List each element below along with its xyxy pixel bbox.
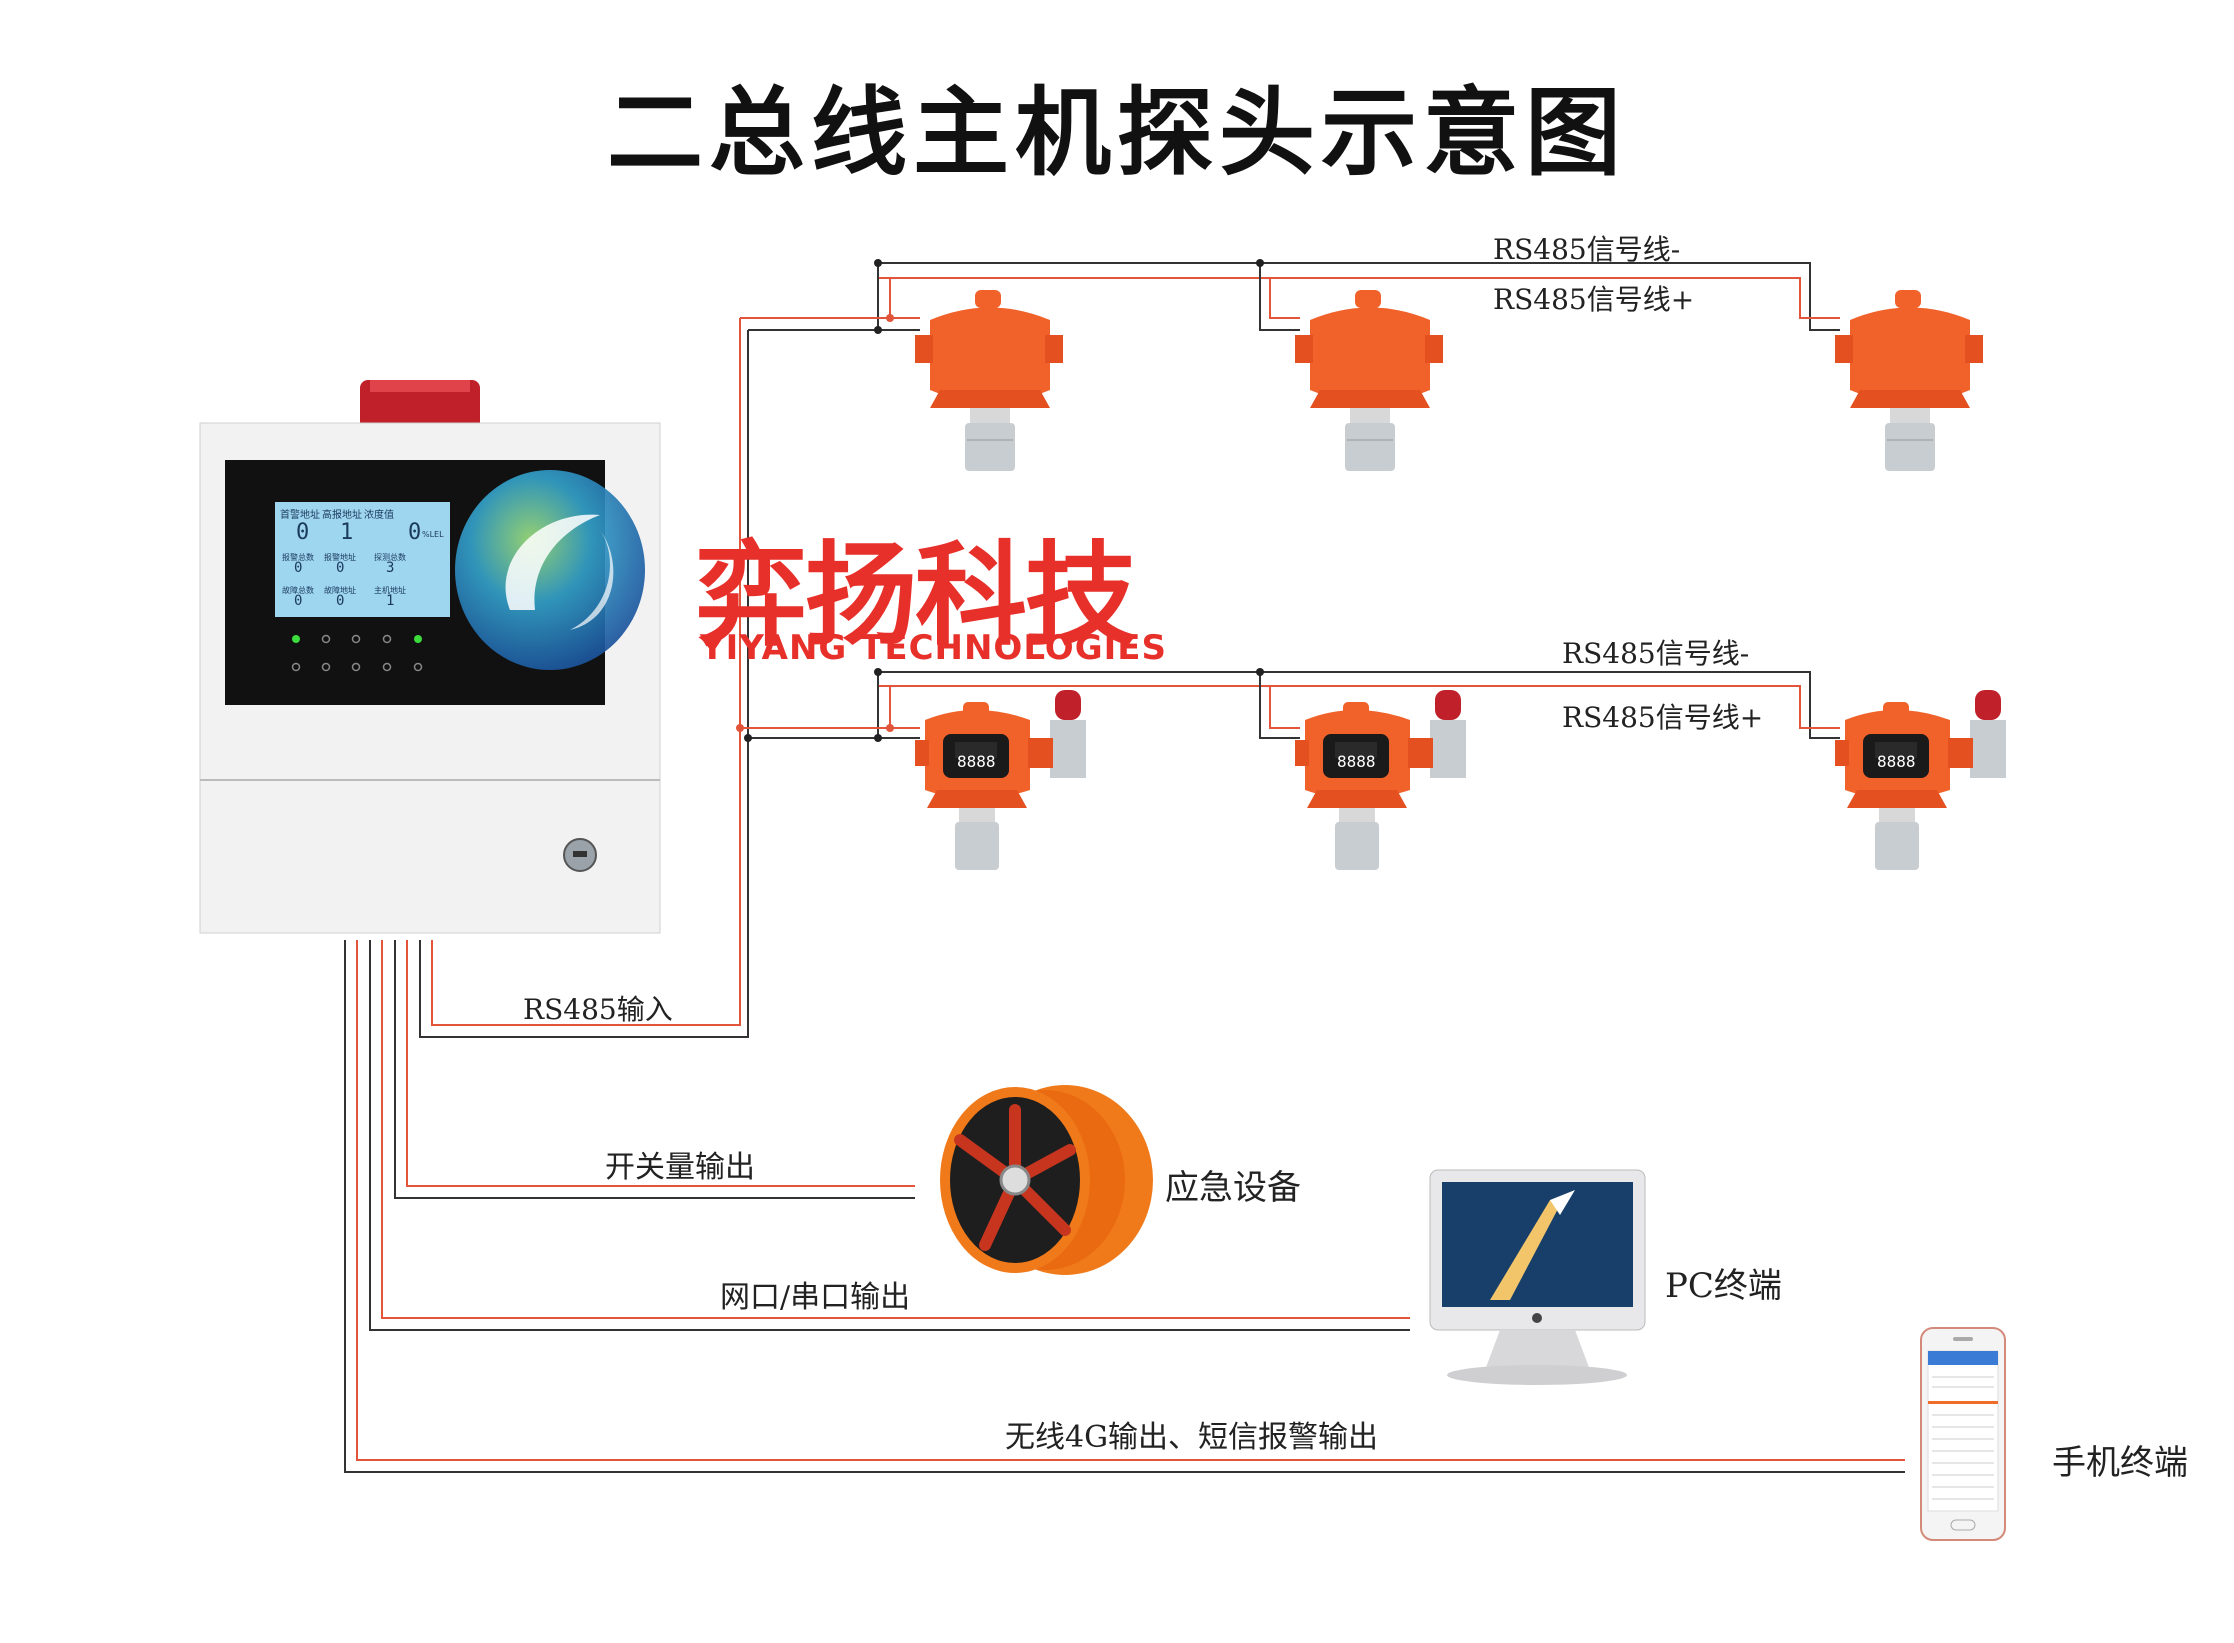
- wire-top-bus-plus: [878, 277, 1840, 319]
- detector-bottom-1-display: 8888: [957, 752, 996, 771]
- lcd-value-2: 1: [340, 520, 354, 545]
- brand-name-cn: 弈扬科技: [695, 531, 1137, 661]
- lcd-row3-value-2: 0: [336, 593, 345, 609]
- mobile-phone-icon: [1920, 1327, 2006, 1541]
- lcd-row3-label-1: 故障总数: [282, 586, 314, 595]
- lcd-row2-value-2: 0: [336, 560, 345, 576]
- lcd-row3-value-3: 1: [386, 593, 395, 609]
- lcd-row2-label-1: 报警总数: [282, 553, 314, 562]
- wire-trunk-vert-minus: [419, 330, 749, 1038]
- detector-bottom-2-display: 8888: [1337, 752, 1376, 771]
- brand-logo-icon: [455, 470, 645, 670]
- detector-top-2: [1295, 290, 1443, 471]
- wire-switch-output-minus: [394, 940, 915, 1199]
- bottom-bus-minus-label: RS485信号线-: [1562, 637, 1750, 670]
- wire-bottom-bus-plus: [878, 685, 1840, 729]
- rs485-input-label: RS485输入: [523, 993, 673, 1026]
- lcd-row3-label-2: 故障地址: [324, 586, 356, 595]
- detector-bottom-3: [1835, 690, 2006, 870]
- emergency-device-label: 应急设备: [1165, 1168, 1301, 1208]
- wire-wireless-output-plus: [356, 940, 1905, 1461]
- diagram-title: 二总线主机探头示意图: [607, 77, 1627, 189]
- bottom-bus-plus-label: RS485信号线+: [1562, 701, 1764, 734]
- brand-name-en: YIYANG TECHNOLOGIES: [700, 628, 1167, 668]
- detector-bottom-3-display: 8888: [1877, 752, 1916, 771]
- lcd-row2-value-3: 3: [386, 560, 395, 576]
- detector-top-1: [915, 290, 1063, 471]
- wire-network-output-plus: [381, 940, 1410, 1319]
- lcd-value-3: 0: [408, 520, 422, 545]
- wire-bottom-mid-minus: [1259, 672, 1300, 739]
- wire-trunk-vert-plus: [431, 318, 741, 1026]
- wireless-output-label: 无线4G输出、短信报警输出: [1005, 1420, 1379, 1455]
- detector-bottom-1: [915, 690, 1086, 870]
- wire-wireless-output-minus: [344, 940, 1905, 1473]
- detector-top-3: [1835, 290, 1983, 471]
- wire-top-bus-minus: [878, 262, 1840, 331]
- lcd-row2-label-3: 探测总数: [374, 553, 406, 562]
- lcd-row3-value-1: 0: [294, 593, 303, 609]
- lcd-row2-label-2: 报警地址: [324, 553, 356, 562]
- switch-output-label: 开关量输出: [605, 1150, 755, 1185]
- wire-bottom-mid-plus: [1269, 686, 1300, 729]
- lcd-unit: %LEL: [422, 530, 444, 539]
- mobile-terminal-label: 手机终端: [2052, 1443, 2188, 1483]
- network-serial-output-label: 网口/串口输出: [720, 1280, 911, 1315]
- lcd-row3-label-3: 主机地址: [374, 586, 406, 595]
- lcd-value-1: 0: [296, 520, 310, 545]
- lcd-header-1: 首警地址: [280, 510, 320, 521]
- wire-network-output-minus: [369, 940, 1410, 1331]
- wire-bottom-bus-minus: [878, 671, 1840, 739]
- top-bus-minus-label: RS485信号线-: [1493, 233, 1681, 266]
- wire-top-mid-minus: [1259, 263, 1300, 331]
- wire-top-mid-plus: [1269, 278, 1300, 319]
- wire-switch-output-plus: [406, 940, 915, 1187]
- detector-bottom-2: [1295, 690, 1466, 870]
- emergency-fan-icon: [940, 1085, 1153, 1275]
- pc-terminal-label: PC终端: [1665, 1266, 1782, 1306]
- pc-monitor-icon: [1429, 1169, 1646, 1385]
- lcd-header-2: 高报地址: [322, 510, 362, 521]
- top-bus-plus-label: RS485信号线+: [1493, 283, 1695, 316]
- wire-top-feed-minus: [877, 263, 920, 331]
- lcd-row2-value-1: 0: [294, 560, 303, 576]
- lcd-header-3: 浓度值: [364, 510, 394, 521]
